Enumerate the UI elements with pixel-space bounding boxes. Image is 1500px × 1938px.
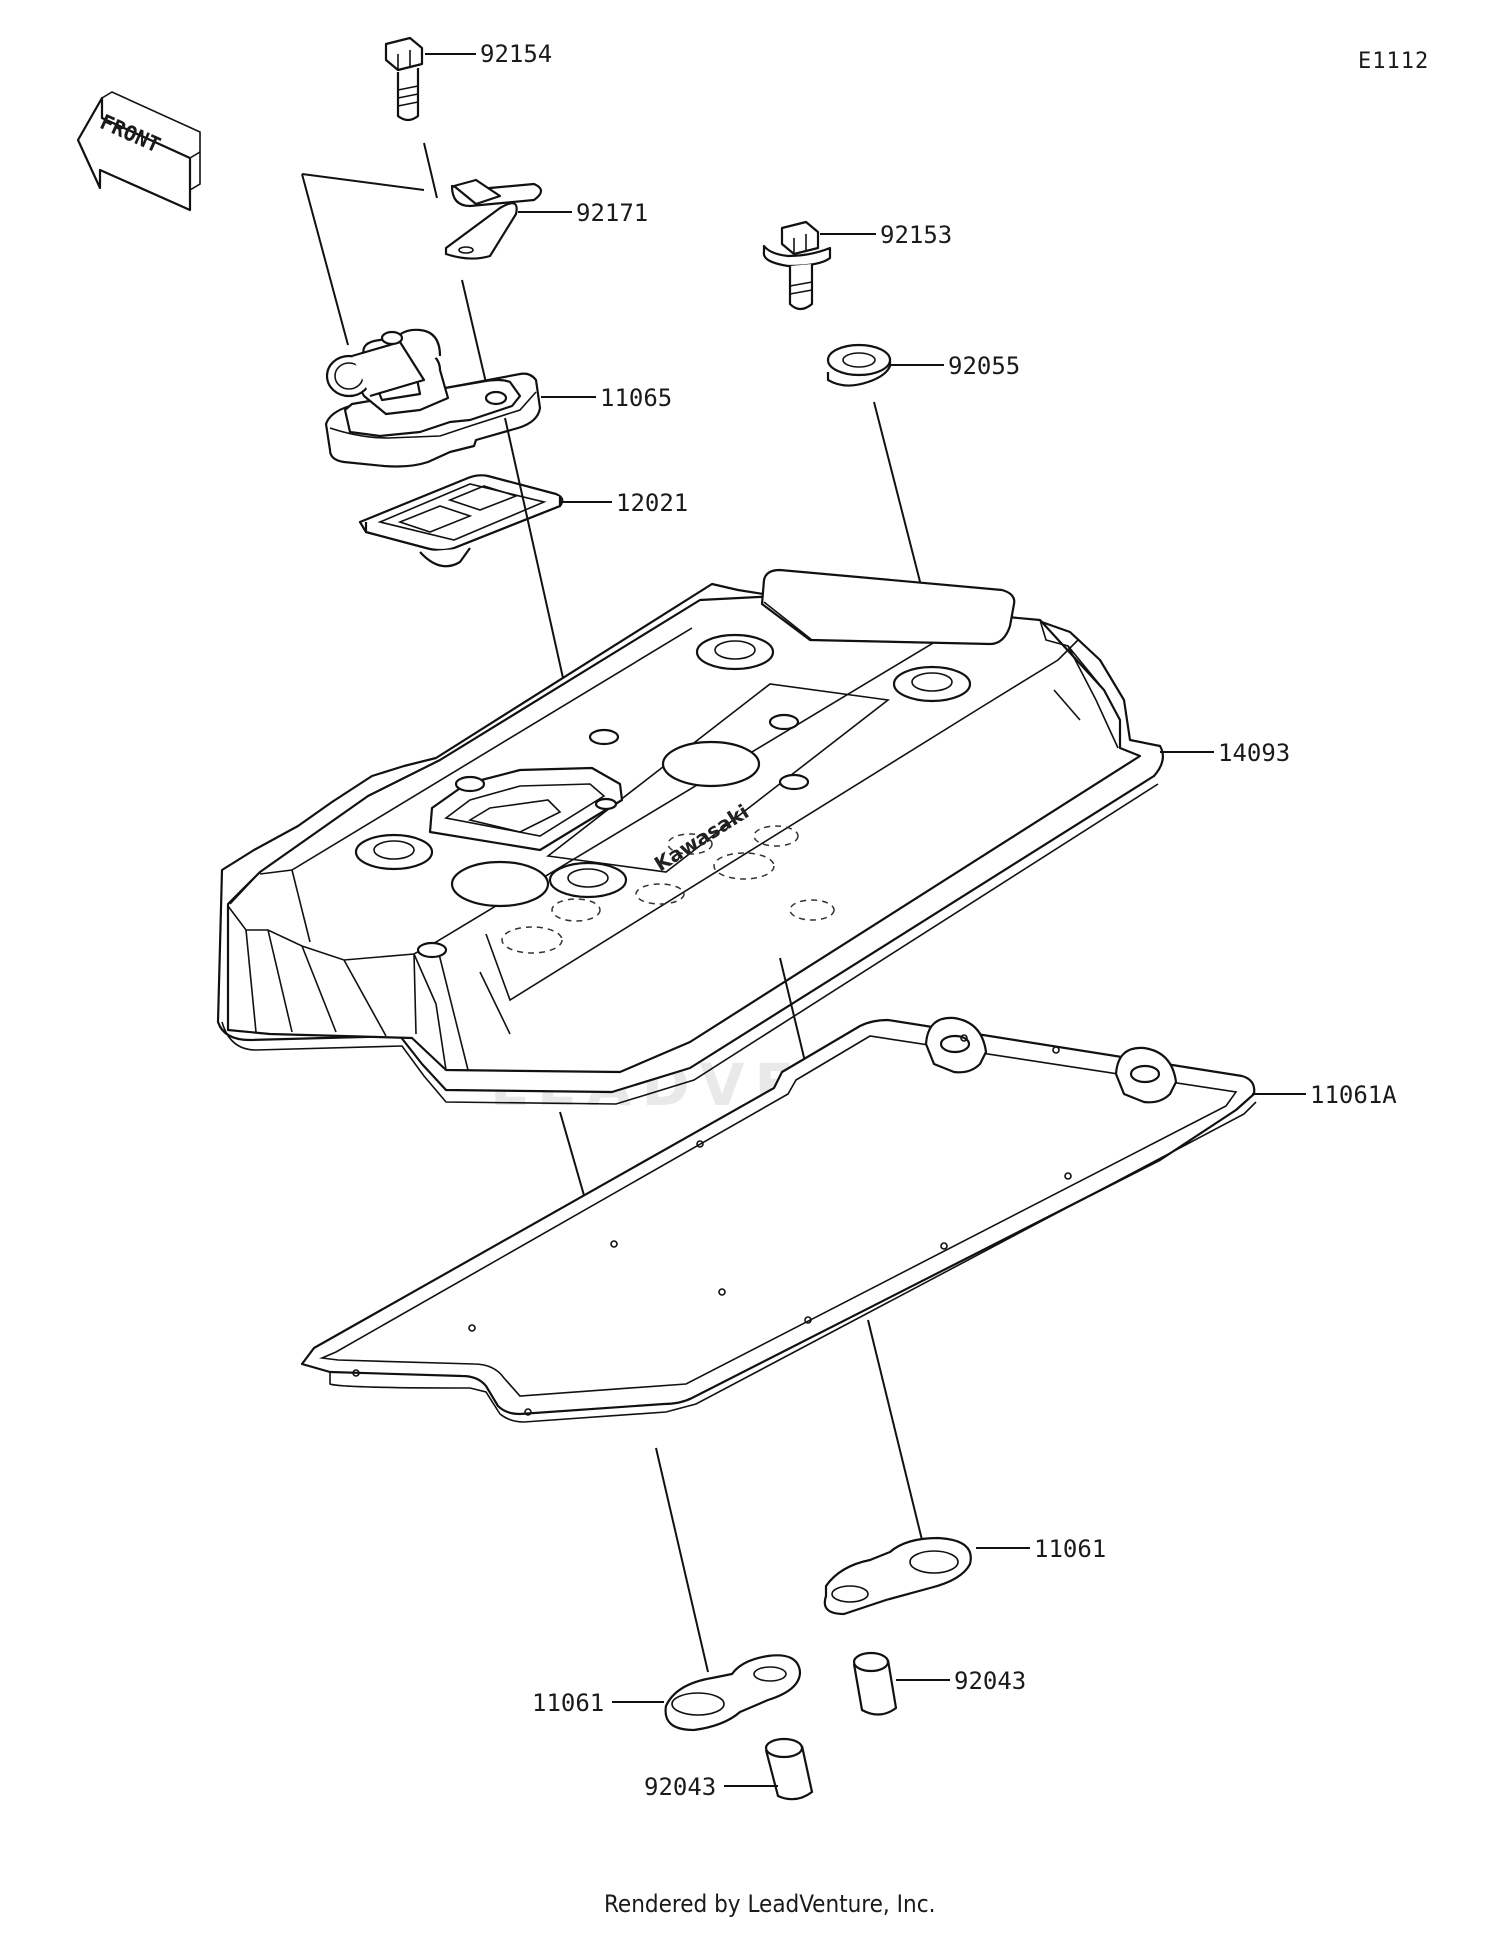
front-arrow-icon: FRONT — [76, 91, 201, 212]
bolt-92153[interactable] — [762, 220, 832, 311]
part-label-92154: 92154 — [480, 40, 552, 68]
part-label-92171: 92171 — [576, 199, 648, 227]
bolt-92154[interactable] — [384, 36, 424, 122]
footer-credit: Rendered by LeadVenture, Inc. — [604, 1890, 935, 1918]
part-label-92043-right: 92043 — [954, 1667, 1026, 1695]
gasket-12021[interactable] — [358, 474, 564, 568]
plug-seal-11061-left[interactable] — [664, 1654, 802, 1732]
diagram-code: E1112 — [1358, 49, 1429, 74]
breather-cover-11065[interactable] — [324, 328, 542, 468]
part-label-11061a: 11061A — [1310, 1081, 1397, 1109]
cylinder-head-cover-14093[interactable]: Kawasaki — [216, 568, 1165, 1105]
dowel-pin-92043-left[interactable] — [764, 1737, 814, 1801]
plug-seal-11061-right[interactable] — [823, 1536, 972, 1616]
part-label-92153: 92153 — [880, 221, 952, 249]
part-label-11065: 11065 — [600, 384, 672, 412]
part-label-12021: 12021 — [616, 489, 688, 517]
head-cover-gasket-11061a[interactable] — [300, 1016, 1257, 1423]
clamp-92171[interactable] — [444, 178, 543, 260]
part-label-14093: 14093 — [1218, 739, 1290, 767]
part-label-92055: 92055 — [948, 352, 1020, 380]
dowel-pin-92043-right[interactable] — [852, 1651, 898, 1716]
part-label-11061-left: 11061 — [532, 1689, 604, 1717]
part-label-92043-left: 92043 — [644, 1773, 716, 1801]
grommet-92055[interactable] — [826, 343, 892, 387]
part-label-11061-right: 11061 — [1034, 1535, 1106, 1563]
